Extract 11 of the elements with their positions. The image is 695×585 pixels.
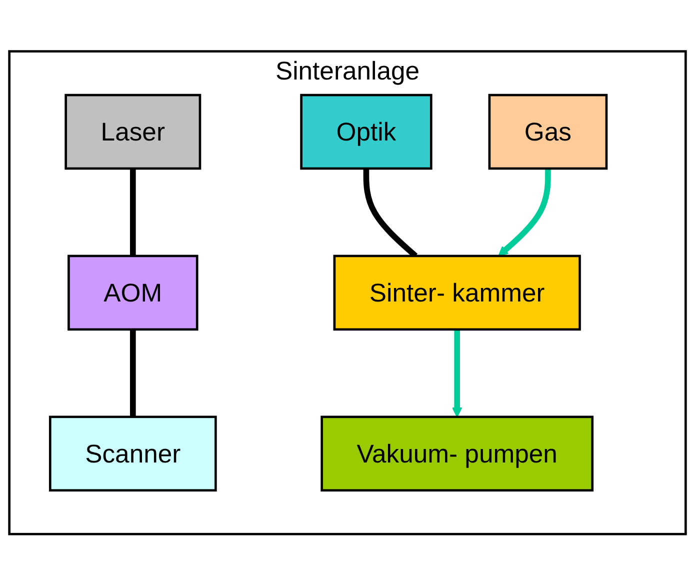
node-box: Scanner <box>48 416 217 492</box>
arrow <box>498 168 551 256</box>
node-box: Vakuum- pumpen <box>320 416 594 492</box>
connector <box>130 329 136 417</box>
node-box: AOM <box>68 254 198 330</box>
arrow <box>452 329 462 418</box>
connector <box>130 168 136 256</box>
node-box: Laser <box>64 94 202 170</box>
node-box: Gas <box>488 94 608 170</box>
node-box: Optik <box>300 94 432 170</box>
node-box: Sinter- kammer <box>333 254 581 330</box>
